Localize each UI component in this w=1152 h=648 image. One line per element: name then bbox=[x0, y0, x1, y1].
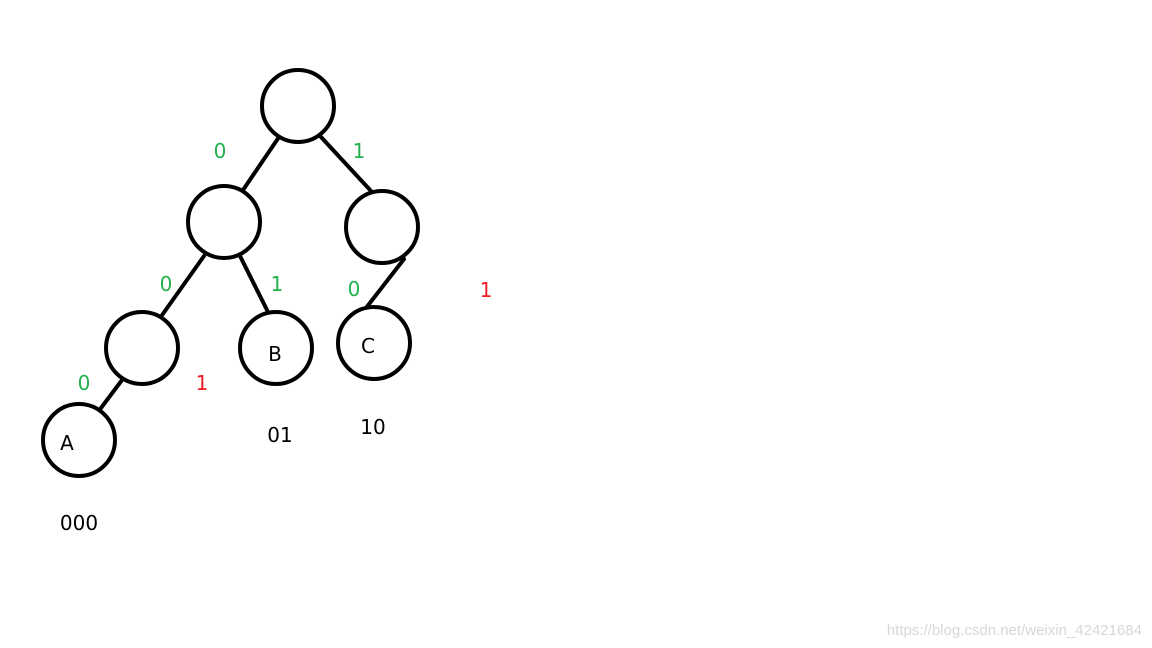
code-a: 000 bbox=[60, 511, 98, 535]
edge-label-root-right: 1 bbox=[353, 139, 366, 163]
edge-root-left bbox=[241, 135, 281, 192]
node-a-label: A bbox=[60, 431, 74, 455]
code-b: 01 bbox=[267, 423, 292, 447]
node-c: C bbox=[336, 305, 412, 381]
edge-right-c bbox=[364, 257, 406, 310]
edge-label-right-c: 0 bbox=[348, 277, 361, 301]
watermark: https://blog.csdn.net/weixin_42421684 bbox=[887, 622, 1142, 639]
node-b-label: B bbox=[268, 342, 282, 366]
edge-leftleft-a bbox=[99, 378, 124, 410]
missing-label-right: 1 bbox=[480, 278, 493, 302]
node-right bbox=[344, 189, 420, 265]
edge-label-root-left: 0 bbox=[214, 139, 227, 163]
edge-label-left-left: 0 bbox=[160, 272, 173, 296]
node-left bbox=[186, 184, 262, 260]
node-left-left bbox=[104, 310, 180, 386]
edge-left-leftleft bbox=[158, 254, 206, 320]
edge-left-b bbox=[238, 254, 270, 314]
edge-label-leftleft-a: 0 bbox=[78, 371, 91, 395]
node-a: A bbox=[41, 402, 117, 478]
edge-root-right bbox=[319, 135, 373, 193]
code-c: 10 bbox=[360, 415, 385, 439]
node-c-label: C bbox=[361, 334, 375, 358]
node-root bbox=[260, 68, 336, 144]
node-b: B bbox=[238, 310, 314, 386]
edge-label-left-b: 1 bbox=[271, 272, 284, 296]
missing-label-leftleft: 1 bbox=[196, 371, 209, 395]
